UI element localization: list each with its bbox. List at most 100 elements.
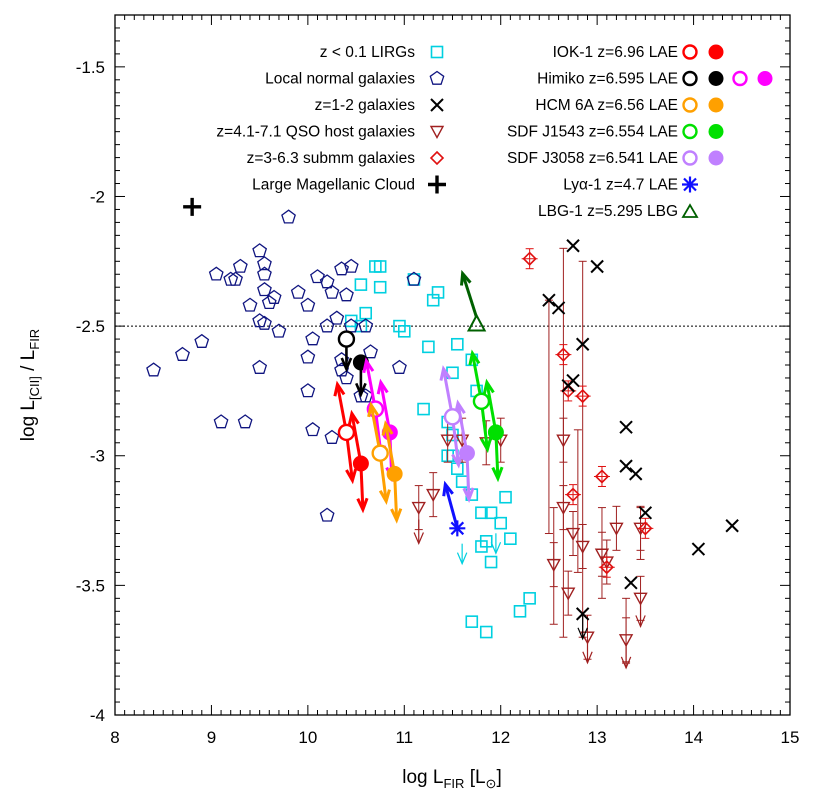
j3058-open-point [443,408,462,426]
legend-marker-open-himiko2 [732,70,748,87]
lya1-arrow-head [442,480,454,497]
legend-marker-qso [429,125,445,139]
himiko-open-point [337,330,356,348]
series-normal-galaxies [146,209,422,522]
normal-galaxy-point [252,359,268,374]
y-tick-label: -2.5 [76,317,105,336]
series-qso-hosts [411,247,648,670]
normal-galaxy-point [319,507,335,522]
lirg-point [499,490,512,504]
lirg-point [455,475,469,488]
qso-point [609,522,624,536]
z12-point [629,467,643,481]
legend-label-j3058: SDF J3058 z=6.541 LAE [507,150,678,167]
x-tick-label: 9 [207,728,216,747]
normal-galaxy-point [300,297,316,312]
normal-galaxy-point [257,281,272,297]
normal-galaxy-point [305,331,321,346]
normal-galaxy-point [363,344,378,359]
plot-frame [114,14,791,716]
iok1-arrow-down-head [345,468,358,485]
series-submm-galaxies [521,248,654,578]
series-iok1 [333,380,369,514]
series-himiko [337,330,369,398]
z12-point [575,337,590,351]
z12-point [566,239,580,253]
smg-point [522,251,537,266]
normal-galaxy-point [300,383,316,398]
lirg-point [513,604,527,618]
hcm6a-filled-point [386,465,403,482]
normal-galaxy-point [329,310,345,325]
j3058-arrow-down-filled-head [462,487,475,503]
x-tick-label: 10 [298,728,317,747]
normal-galaxy-point [290,284,306,299]
j1543-arrow-down-filled-head [491,466,504,483]
legend-label-hcm6a: HCM 6A z=6.56 LAE [535,97,678,114]
qso-upper-limit-head [582,651,593,665]
normal-galaxy-point [146,362,161,377]
hcm6a-arrow-up-head [367,401,380,418]
qso-point [561,587,576,601]
himiko2-arrow-up-filled-head [376,378,389,395]
lirg-point [359,306,373,320]
j3058-filled-point [458,445,475,462]
series-lya1 [442,480,466,537]
lirg-point [417,402,430,416]
legend-marker-lirgs [430,45,444,59]
legend-marker-open-j3058 [682,150,698,166]
qso-point [440,434,455,448]
iok1-open-point [337,423,356,442]
hcm6a-arrow-down-head [378,489,391,505]
legend-marker-open-iok1 [682,44,698,60]
lirg-point [451,337,464,351]
lirg-point [484,506,498,520]
qso-upper-limit-head [620,656,632,670]
normal-galaxy-point [175,346,190,361]
y-axis-ticks: -1.5-2-2.5-3-3.5-4 [76,14,790,725]
normal-galaxy-point [358,318,374,333]
lirg-point [479,625,493,639]
qso-point [633,592,648,606]
legend-marker-filled-himiko2 [757,71,773,86]
legend-marker-lbg1 [681,203,699,218]
legend-label-smg: z=3-6.3 submm galaxies [247,150,416,167]
z12-point [725,519,739,533]
normal-galaxy-point [252,243,268,258]
lbg1-arrow-head [460,269,472,286]
series-z1-2-galaxies [542,239,739,641]
j1543-arrow-down-head [480,437,493,454]
himiko-arrow-down-filled-head [355,382,367,398]
lirg-point [465,615,479,628]
normal-galaxy-point [257,315,272,330]
y-axis-title: log L[CII] / LFIR [18,329,42,441]
iok1-arrow-up-head [333,380,346,397]
iok1-arrow-up-filled-head [347,409,360,426]
normal-galaxy-point [213,414,229,429]
z12-upper-limit-head [577,627,588,641]
iok1-filled-point [352,455,369,472]
legend-label-lbg1: LBG-1 z=5.295 LBG [538,203,678,220]
lirg-point [475,506,488,520]
z12-point [590,259,604,274]
legend-marker-filled-j1543 [708,124,724,139]
normal-galaxy-point [223,271,239,286]
normal-galaxy-point [310,269,325,284]
lya1-arrow [443,483,459,529]
y-tick-label: -4 [90,706,105,725]
legend-marker-open-hcm6a [682,97,698,113]
y-tick-label: -3.5 [76,576,105,595]
z12-point [551,301,566,315]
himiko2-arrow-up-filled [379,382,392,433]
plot-border [114,14,791,716]
lirg-point [475,540,488,553]
legend-marker-lmc [428,175,446,194]
qso-point [565,527,581,541]
normal-galaxy-point [228,271,243,286]
lirg-point [393,319,406,333]
series-j1543 [468,349,504,483]
qso-point [426,488,441,503]
normal-galaxy-point [319,274,335,289]
z12-point [619,459,633,473]
